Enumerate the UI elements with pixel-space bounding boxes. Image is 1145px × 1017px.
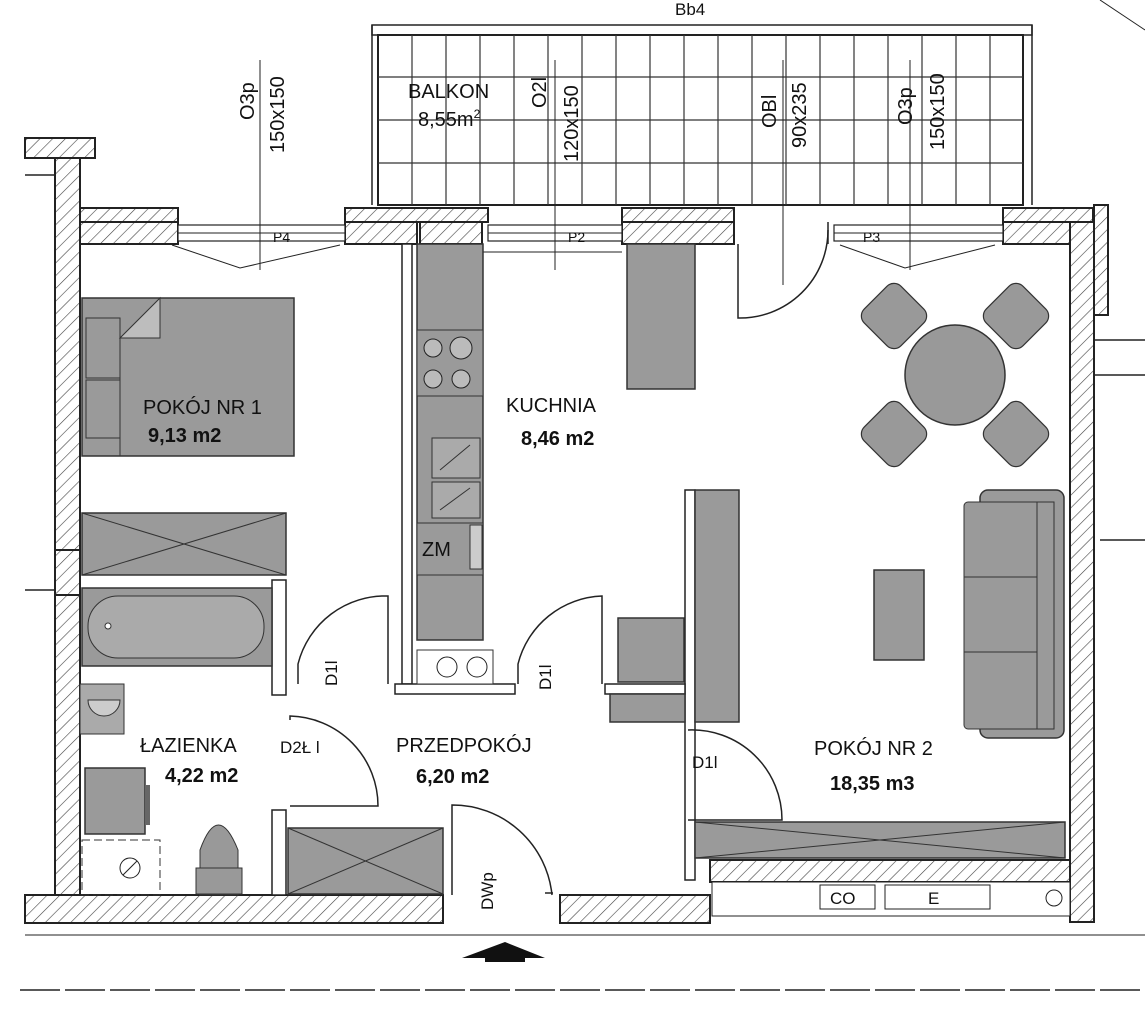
e-label: E: [928, 889, 939, 908]
bath-name: ŁAZIENKA: [140, 735, 237, 757]
p4-label: P4: [273, 229, 290, 245]
window-right-size-label: 150x150: [927, 73, 949, 150]
balcony: [371, 0, 1145, 206]
room2-name: POKÓJ NR 2: [814, 737, 933, 760]
top-marker-label: Bb4: [675, 0, 705, 19]
doors: [289, 595, 783, 962]
balcony-door-size-label: 90x235: [789, 82, 811, 148]
balcony-name-label: BALKON: [408, 81, 489, 103]
p2-label: P2: [568, 229, 585, 245]
zm-label: ZM: [422, 539, 451, 561]
balcony-tile-grid: [378, 35, 1023, 205]
window-left-size-label: 150x150: [267, 76, 289, 153]
hall-area: 6,20 m2: [416, 766, 489, 788]
walls: [20, 137, 1145, 991]
svg-text:8,55m2: 8,55m2: [418, 107, 481, 131]
door-dwp-label: DWp: [478, 872, 497, 910]
room1-name: POKÓJ NR 1: [143, 396, 262, 419]
room1-area: 9,13 m2: [148, 425, 221, 447]
co-label: CO: [830, 889, 856, 908]
window-left-code-label: O3p: [237, 82, 259, 120]
window-right-code-label: O3p: [895, 87, 917, 125]
kitchen-area: 8,46 m2: [521, 428, 594, 450]
furniture: [79, 243, 1071, 917]
door-d2l-label: D2Ł l: [280, 738, 320, 757]
kitchen-name: KUCHNIA: [506, 395, 597, 417]
window-mid-size-label: 120x150: [561, 85, 583, 162]
door-d1l-c-label: D1l: [692, 753, 718, 772]
door-d1l-b-label: D1l: [536, 664, 555, 690]
labels: Bb4 BALKON 8,55m2 O3p 150x150 O2l 120x15…: [140, 0, 949, 910]
balcony-door-code-label: OBl: [759, 95, 781, 128]
balcony-area-superscript: 2: [474, 107, 481, 121]
balcony-area-label: 8,55m: [418, 109, 474, 131]
window-mid-code-label: O2l: [529, 77, 551, 108]
bath-area: 4,22 m2: [165, 765, 238, 787]
p3-label: P3: [863, 229, 880, 245]
hall-name: PRZEDPOKÓJ: [396, 734, 532, 757]
door-d1l-a-label: D1l: [322, 660, 341, 686]
room2-area: 18,35 m3: [830, 773, 915, 795]
